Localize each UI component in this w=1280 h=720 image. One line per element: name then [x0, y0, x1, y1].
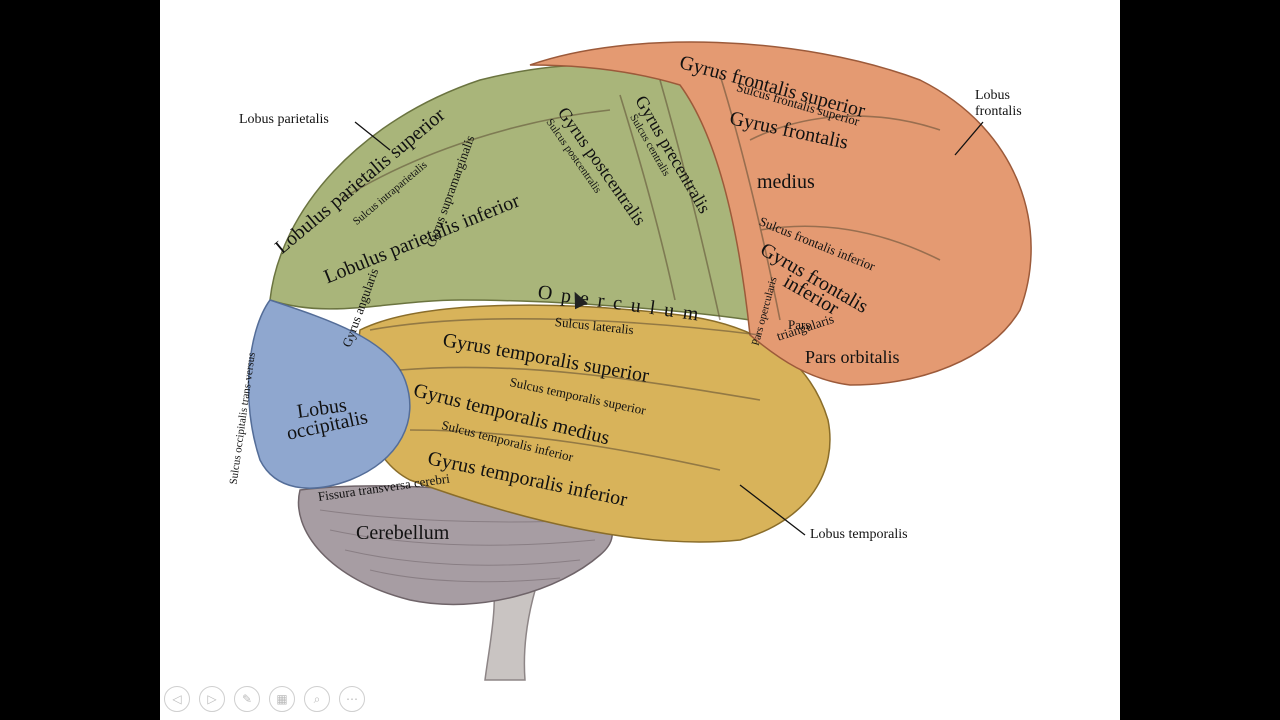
pointer-line-temporal	[739, 484, 806, 536]
slideshow-controls: ◁ ▷ ✎ ▦ ⌕ ⋯	[164, 686, 365, 712]
see-all-slides-button[interactable]: ▦	[269, 686, 295, 712]
zoom-button[interactable]: ⌕	[304, 686, 330, 712]
label-pars-orbitalis: Pars orbitalis	[805, 347, 900, 367]
label-gyrus-frontalis-medius-line2: medius	[757, 171, 815, 193]
magnifier-icon: ⌕	[313, 691, 321, 706]
temporal-lobe-shape	[356, 304, 831, 543]
label-lobus-frontalis-line1: Lobus	[975, 88, 1010, 103]
label-pars-triangularis-line1: Pars	[788, 317, 811, 332]
pen-icon: ✎	[241, 692, 253, 706]
slide-canvas: Lobus parietalis Lobus frontalis Lobus t…	[160, 0, 1120, 720]
pen-tool-button[interactable]: ✎	[234, 686, 260, 712]
brain-illustration	[247, 41, 1032, 681]
label-lobus-temporalis: Lobus temporalis	[810, 527, 908, 542]
arrow-right-icon: ▷	[207, 692, 217, 706]
pointer-line-parietal	[354, 121, 391, 151]
pointer-line-frontal	[954, 121, 984, 156]
label-lobus-parietalis: Lobus parietalis	[239, 112, 329, 127]
more-dots-icon: ⋯	[346, 692, 358, 706]
occipital-lobe-shape	[247, 299, 411, 489]
label-cerebellum: Cerebellum	[356, 522, 450, 544]
arrow-left-icon: ◁	[172, 692, 182, 706]
label-lobus-frontalis-line2: frontalis	[975, 104, 1022, 119]
frontal-lobe-shape	[529, 41, 1032, 386]
next-slide-button[interactable]: ▷	[199, 686, 225, 712]
more-options-button[interactable]: ⋯	[339, 686, 365, 712]
slides-grid-icon: ▦	[276, 692, 288, 706]
previous-slide-button[interactable]: ◁	[164, 686, 190, 712]
